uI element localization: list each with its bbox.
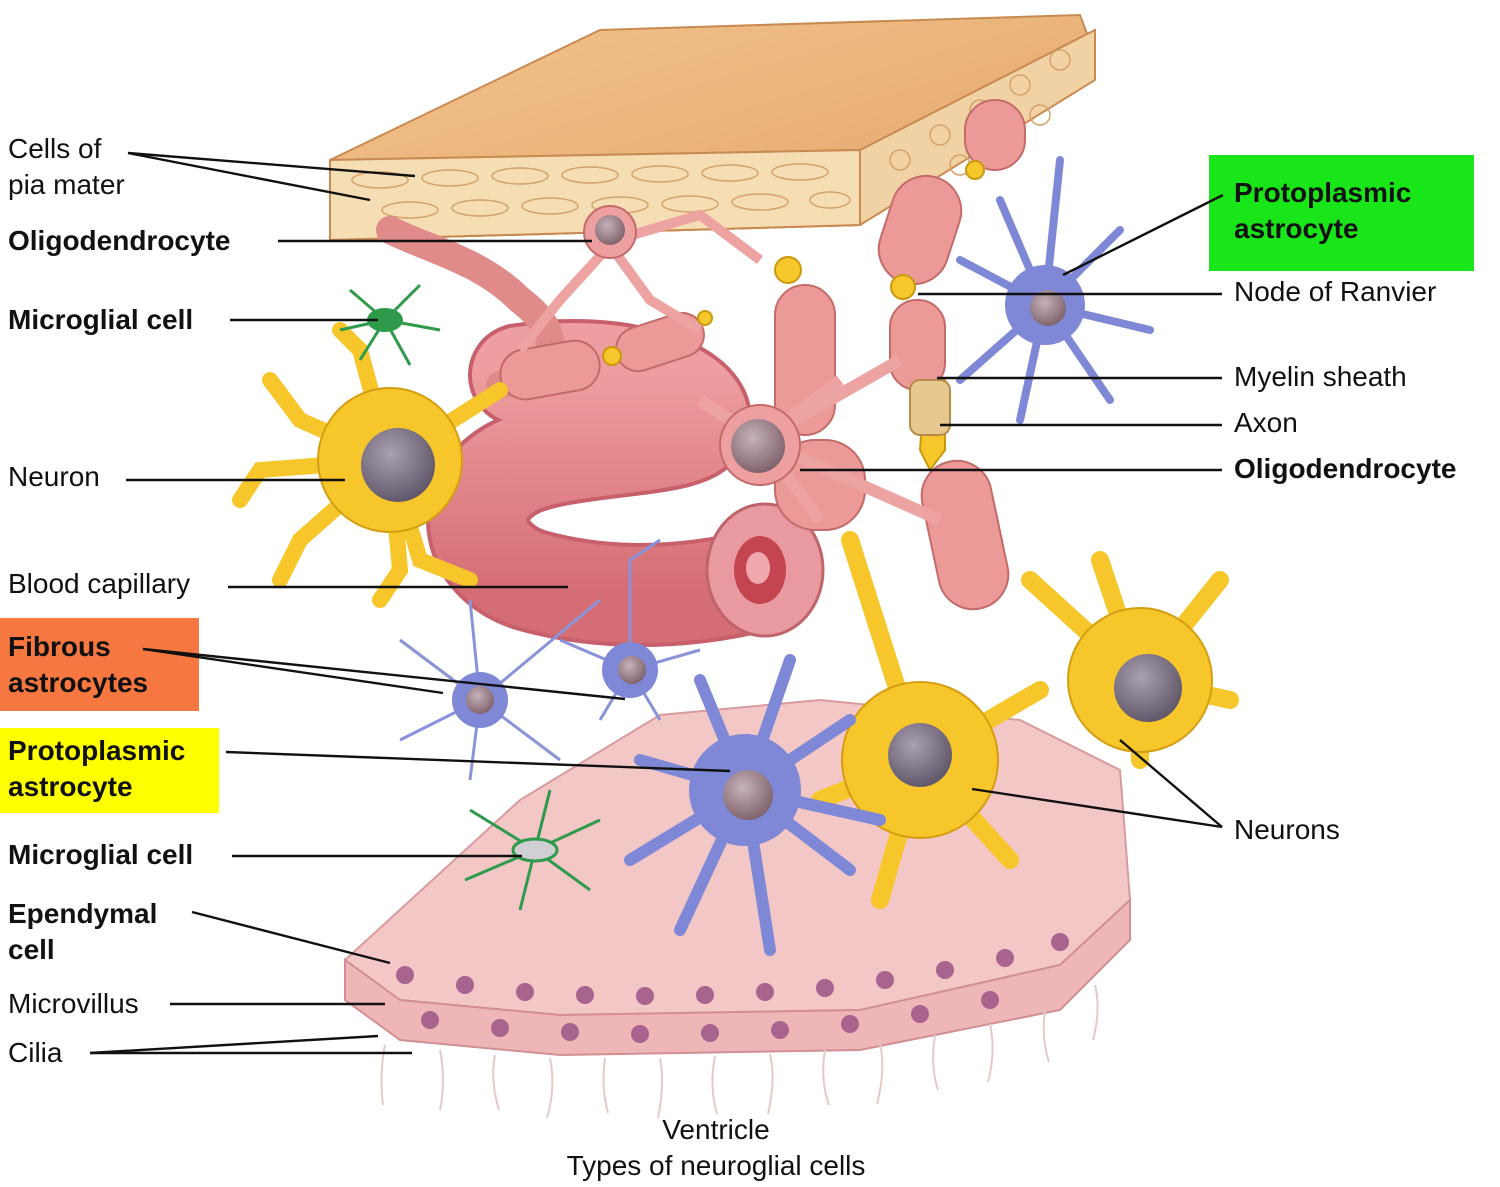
label-blood-capillary: Blood capillary (8, 568, 191, 599)
label-fibrous-line1: Fibrous (8, 631, 111, 662)
label-myelin-sheath: Myelin sheath (1234, 361, 1407, 392)
label-ependymal-line1: Ependymal (8, 898, 158, 929)
neuron-left (232, 322, 508, 608)
label-microglial-cell-top: Microglial cell (8, 304, 194, 335)
label-cilia: Cilia (8, 1037, 63, 1068)
leader-lines (89, 151, 1224, 1055)
label-oligodendrocyte-top: Oligodendrocyte (8, 225, 231, 256)
caption-ventricle: Ventricle (662, 1114, 770, 1145)
oligodendrocyte-right (696, 354, 943, 526)
label-axon: Axon (1234, 407, 1298, 438)
label-protoplasmic-right-line2: astrocyte (1234, 213, 1359, 244)
highlight-box-protoplasmic-right (1209, 155, 1474, 271)
label-protoplasmic-left-line1: Protoplasmic (8, 735, 186, 766)
microglial-cell-top (339, 283, 441, 366)
label-microglial-cell-bottom: Microglial cell (8, 839, 194, 870)
fibrous-astrocyte-2 (559, 538, 701, 721)
highlight-box-protoplasmic-left (0, 728, 219, 813)
label-fibrous-line2: astrocytes (8, 667, 149, 698)
nodes-of-ranvier (602, 160, 985, 366)
blood-capillary (426, 319, 825, 647)
protoplasmic-astrocyte-top (956, 156, 1154, 424)
protoplasmic-astrocyte-bottom (624, 654, 886, 956)
caption-title: Types of neuroglial cells (566, 1150, 866, 1181)
microglial-cell-bottom (464, 789, 601, 911)
oligodendrocyte-top (516, 205, 763, 354)
myelin-sheath-cut (909, 379, 951, 436)
highlight-box-fibrous (0, 618, 199, 711)
label-neurons: Neurons (1234, 814, 1340, 845)
neurons-right (811, 531, 1239, 909)
label-node-of-ranvier: Node of Ranvier (1234, 276, 1437, 307)
label-protoplasmic-left-line2: astrocyte (8, 771, 133, 802)
label-cells-of-pia-line1: Cells of (8, 133, 102, 164)
myelinated-axons (376, 99, 1026, 611)
label-oligodendrocyte-right: Oligodendrocyte (1234, 453, 1457, 484)
label-protoplasmic-right-line1: Protoplasmic (1234, 177, 1412, 208)
label-cells-of-pia-line2: pia mater (8, 169, 125, 200)
label-ependymal-line2: cell (8, 934, 55, 965)
label-microvillus: Microvillus (8, 988, 139, 1019)
label-neuron: Neuron (8, 461, 100, 492)
